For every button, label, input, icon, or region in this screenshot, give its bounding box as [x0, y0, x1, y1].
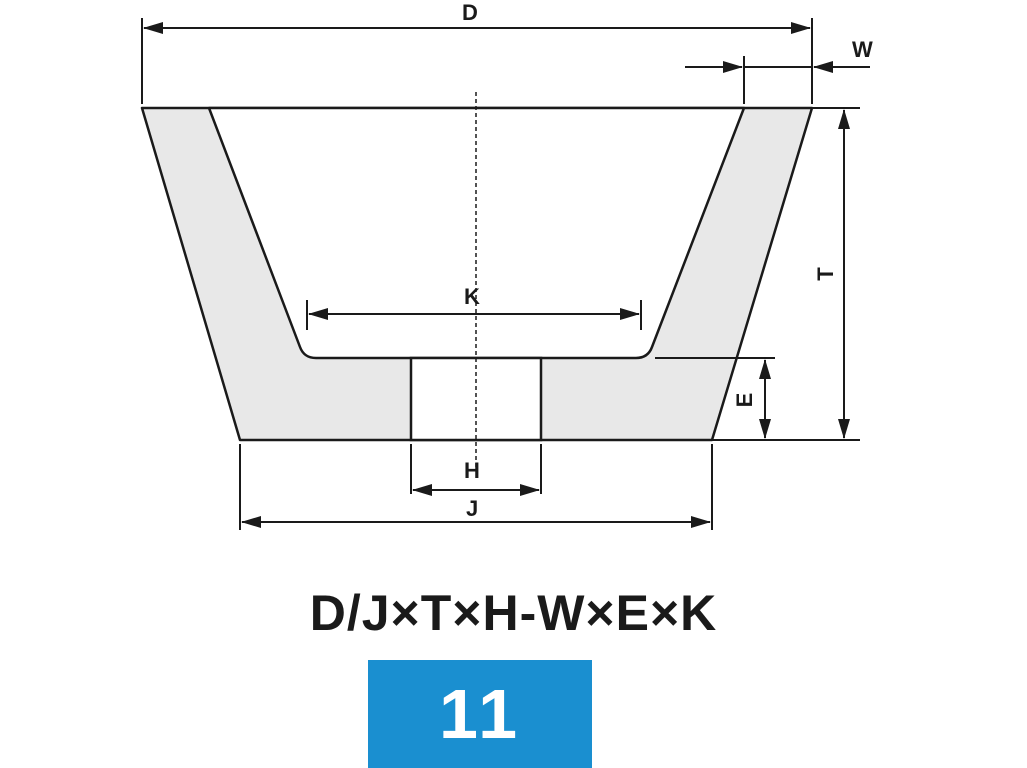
label-d: D	[462, 0, 478, 25]
label-j: J	[466, 496, 478, 521]
bore-hole	[409, 356, 543, 442]
label-e: E	[732, 393, 757, 408]
type-number: 11	[439, 675, 521, 753]
label-w: W	[852, 37, 873, 62]
label-h: H	[464, 458, 480, 483]
type-badge: 11	[368, 660, 592, 768]
label-k: K	[464, 284, 480, 309]
label-t: T	[813, 267, 838, 281]
formula-text: D/J×T×H-W×E×K	[309, 585, 718, 641]
